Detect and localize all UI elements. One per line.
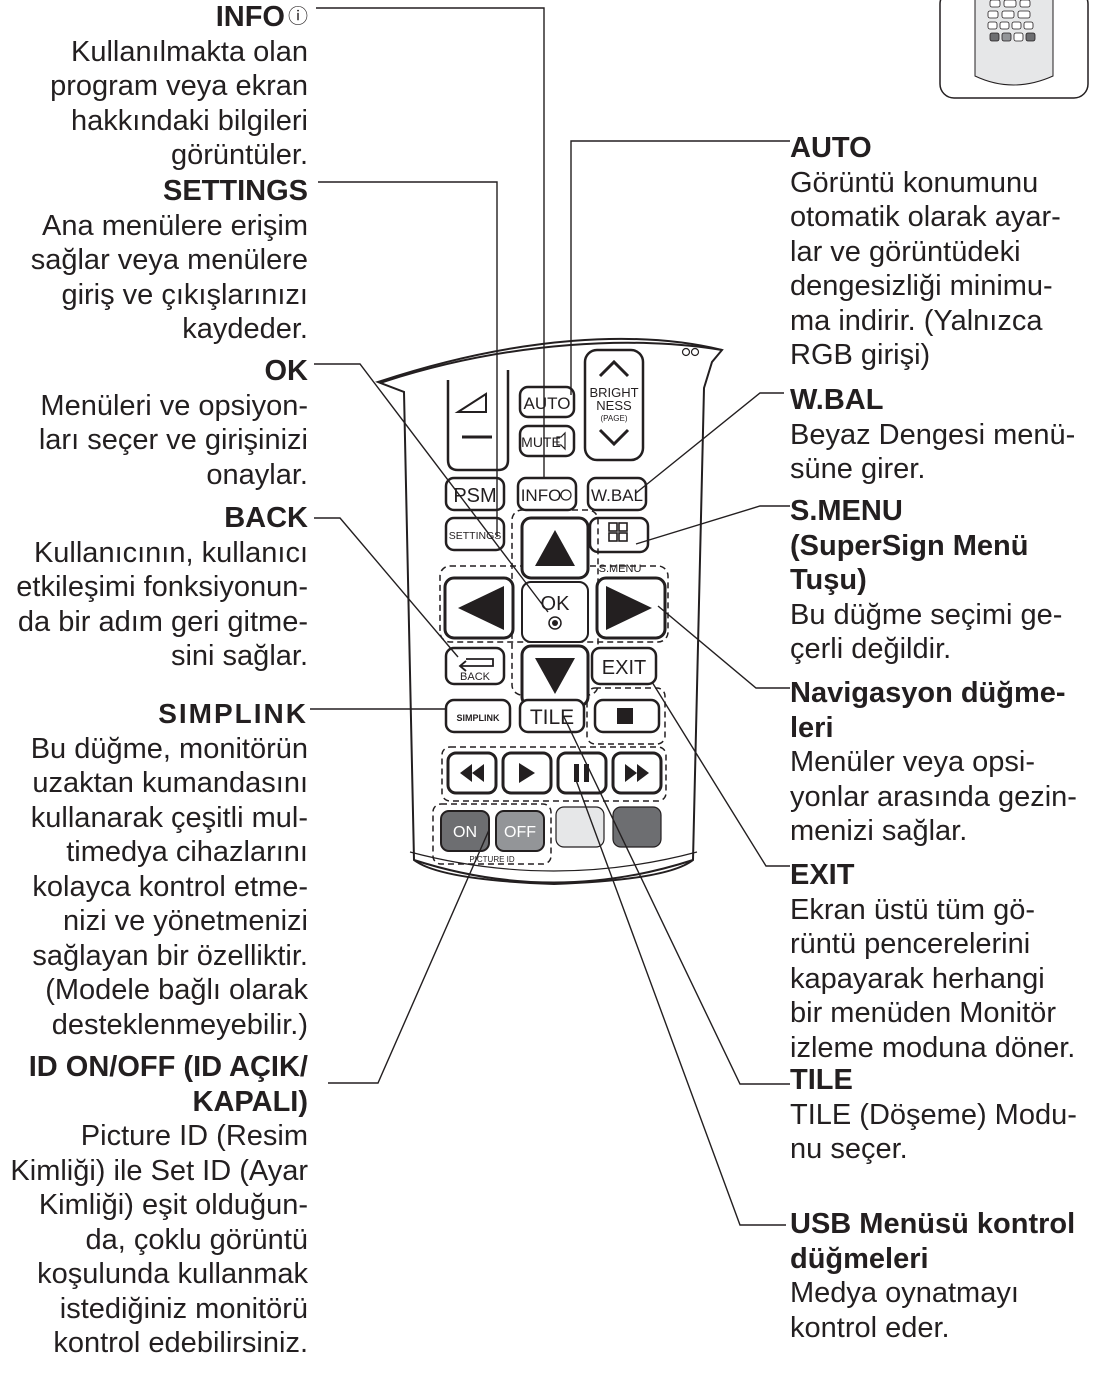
wbal-button-label: W.BAL <box>591 486 643 505</box>
auto-button-label: AUTO <box>524 394 571 413</box>
nav-right-button[interactable] <box>597 578 665 638</box>
id-on-label: ON <box>453 824 477 841</box>
mute-button[interactable]: MUTE <box>520 426 574 456</box>
psm-button[interactable]: PSM <box>446 478 504 510</box>
simplink-button[interactable]: SIMPLINK <box>446 700 510 732</box>
tile-button[interactable]: TILE <box>520 700 584 732</box>
color-button-light[interactable] <box>556 807 604 847</box>
id-off-label: OFF <box>504 824 536 841</box>
nav-left-button[interactable] <box>445 578 513 638</box>
play-button[interactable] <box>503 753 551 793</box>
mute-button-label: MUTE <box>521 434 561 450</box>
smenu-button-label: S.MENU <box>599 563 642 575</box>
volume-rocker[interactable] <box>448 370 508 470</box>
brightness-rocker[interactable]: BRIGHT NESS (PAGE) <box>585 350 643 460</box>
stop-button[interactable] <box>595 700 659 732</box>
pause-button[interactable] <box>558 753 606 793</box>
id-off-button[interactable]: OFF <box>496 811 544 851</box>
rewind-button[interactable] <box>448 753 496 793</box>
info-button[interactable]: INFO <box>518 478 576 510</box>
remote-thumbnail <box>940 0 1088 98</box>
color-button-dark[interactable] <box>613 807 661 847</box>
pause-icon <box>574 764 579 782</box>
back-button-label: BACK <box>460 671 491 683</box>
exit-button[interactable]: EXIT <box>592 648 656 684</box>
brightness-label-2: NESS <box>596 398 632 413</box>
brightness-label-3: (PAGE) <box>601 414 628 423</box>
nav-down-button[interactable] <box>522 646 588 706</box>
stop-icon <box>617 708 633 724</box>
simplink-button-label: SIMPLINK <box>456 713 500 723</box>
info-button-label: INFO <box>521 486 562 505</box>
exit-button-label: EXIT <box>602 657 646 679</box>
nav-up-button[interactable] <box>522 518 588 578</box>
settings-button[interactable]: SETTINGS <box>446 518 504 550</box>
fastforward-button[interactable] <box>613 753 661 793</box>
ok-button-label: OK <box>541 593 571 615</box>
wbal-button[interactable]: W.BAL <box>588 478 646 510</box>
auto-button[interactable]: AUTO <box>520 387 574 417</box>
smenu-button[interactable]: S.MENU <box>590 518 648 575</box>
